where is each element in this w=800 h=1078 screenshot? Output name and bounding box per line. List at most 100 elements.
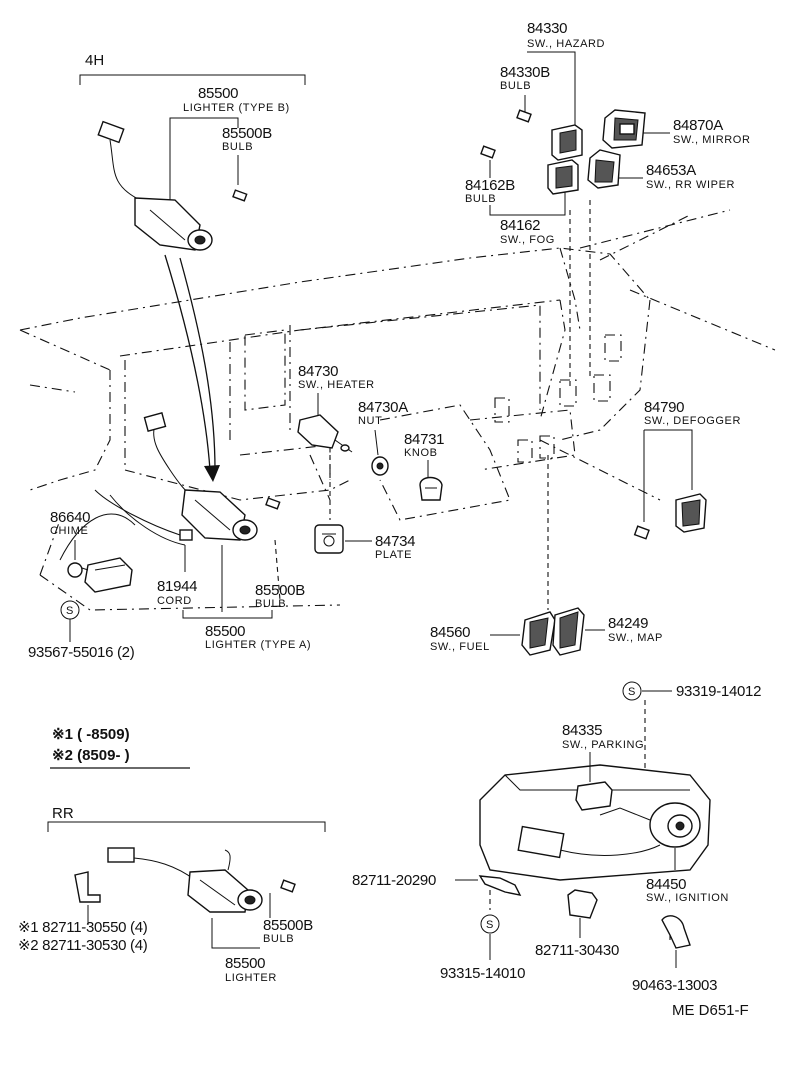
screw-93319: S 93319-14012: [622, 681, 761, 701]
part-number-93319: 93319-14012: [676, 683, 761, 700]
screw-symbol-93567: S: [66, 605, 74, 617]
part-number-84162b: 84162B: [465, 177, 515, 194]
part-number-85500-type-a: 85500: [205, 623, 245, 640]
part-number-85500-rr: 85500: [225, 955, 265, 972]
group-4h-label: 4H: [85, 52, 104, 69]
group-4h: 4H: [79, 52, 306, 85]
part-number-84870a: 84870A: [673, 117, 723, 134]
part-number-84335: 84335: [562, 722, 602, 739]
rr-wiper-switch-callout: 84653A SW., RR WIPER: [618, 162, 735, 191]
part-number-84330b: 84330B: [500, 64, 550, 81]
part-desc-cord: CORD: [157, 595, 192, 607]
heater-switch-callout: 84730 SW., HEATER: [298, 363, 375, 415]
defogger-switch-illustration: [633, 493, 707, 540]
screw-93567: S 93567-55016 (2): [28, 600, 135, 661]
part-desc-heater: SW., HEATER: [298, 379, 375, 391]
parking-switch: 84335 SW., PARKING: [562, 722, 644, 811]
mirror-switch-illustration: [602, 109, 646, 149]
screw-symbol-93319: S: [628, 686, 636, 698]
part-number-82711-30550: ※1 82711-30550 (4): [18, 919, 148, 936]
part-number-84162: 84162: [500, 217, 540, 234]
part-desc-map: SW., MAP: [608, 632, 663, 644]
part-number-84734: 84734: [375, 533, 415, 550]
clamp-82711-20290: 82711-20290: [352, 872, 522, 896]
hazard-switch-illustration: [516, 109, 583, 161]
ignition-switch: 84450 SW., IGNITION: [517, 802, 729, 904]
hazard-switch-callout: 84330 SW., HAZARD 84330B BULB: [500, 20, 605, 125]
chime-illustration: [67, 557, 133, 593]
part-number-84249: 84249: [608, 615, 648, 632]
mirror-switch-callout: 84870A SW., MIRROR: [643, 117, 751, 146]
part-number-85500b-rr: 85500B: [263, 917, 313, 934]
part-number-84790: 84790: [644, 399, 684, 416]
part-desc-chime: CHIME: [50, 525, 88, 537]
insertion-arrow: [164, 254, 220, 482]
lighter-type-a-illustration: [143, 412, 281, 541]
part-number-84560: 84560: [430, 624, 470, 641]
rr-lighter-callouts: ※1 82711-30550 (4) ※2 82711-30530 (4) 85…: [18, 893, 314, 984]
chime-callout: 86640 CHIME: [50, 509, 91, 560]
cord-illustration: [59, 489, 193, 561]
notes: ※1 ( -8509) ※2 (8509- ): [50, 726, 190, 769]
part-desc-hazard: SW., HAZARD: [527, 38, 605, 50]
lighter-type-b-callout: 85500 LIGHTER (TYPE B) 85500B BULB: [169, 85, 290, 200]
lighter-type-b-illustration: [97, 120, 248, 251]
heater-plate-callout: 84734 PLATE: [314, 524, 416, 561]
rr-lighter-illustration: [74, 847, 296, 913]
screw-symbol-93315: S: [486, 919, 494, 931]
part-number-84653a: 84653A: [646, 162, 696, 179]
clip-90463: 90463-13003: [632, 915, 717, 994]
heater-knob-callout: 84731 KNOB: [404, 431, 445, 501]
part-desc-mirror: SW., MIRROR: [673, 134, 751, 146]
part-number-84730a: 84730A: [358, 399, 408, 416]
part-desc-lighter-rr: LIGHTER: [225, 972, 277, 984]
defogger-switch-callout: 84790 SW., DEFOGGER: [643, 399, 741, 522]
fog-switch-callout: 84162B BULB 84162 SW., FOG: [465, 160, 566, 246]
part-desc-bulb-fog: BULB: [465, 193, 496, 205]
note-2: ※2 (8509- ): [52, 747, 130, 764]
drawing-code: ME D651-F: [672, 1002, 749, 1019]
part-number-82711-30430: 82711-30430: [535, 942, 619, 959]
part-number-84450: 84450: [646, 876, 686, 893]
part-number-81944: 81944: [157, 578, 197, 595]
part-desc-bulb-top: BULB: [222, 141, 253, 153]
part-number-93567: 93567-55016 (2): [28, 644, 135, 661]
part-number-84731: 84731: [404, 431, 444, 448]
heater-switch-illustration: [297, 414, 353, 453]
fuel-map-switches: 84560 SW., FUEL 84249 SW., MAP: [430, 607, 663, 656]
group-rr-label: RR: [52, 805, 74, 822]
part-desc-fog: SW., FOG: [500, 234, 555, 246]
part-desc-ignition: SW., IGNITION: [646, 892, 729, 904]
part-desc-parking: SW., PARKING: [562, 739, 644, 751]
part-number-85500: 85500: [198, 85, 238, 102]
part-number-86640: 86640: [50, 509, 90, 526]
lighter-type-a-callout: 85500B BULB 85500 LIGHTER (TYPE A): [182, 545, 311, 651]
part-desc-plate: PLATE: [375, 549, 412, 561]
part-desc-defogger: SW., DEFOGGER: [644, 415, 741, 427]
part-number-84730: 84730: [298, 363, 338, 380]
part-number-82711-20290: 82711-20290: [352, 872, 436, 889]
part-desc-bulb-hazard: BULB: [500, 80, 531, 92]
part-desc-knob: KNOB: [404, 447, 438, 459]
part-desc-bulb-mid: BULB: [255, 598, 286, 610]
part-desc-rr-wiper: SW., RR WIPER: [646, 179, 735, 191]
rr-wiper-switch-illustration: [587, 149, 621, 189]
part-number-84330: 84330: [527, 20, 567, 37]
part-desc-bulb-rr: BULB: [263, 933, 294, 945]
part-number-82711-30530: ※2 82711-30530 (4): [18, 937, 148, 954]
part-desc-lighter-type-b: LIGHTER (TYPE B): [183, 102, 290, 114]
note-1: ※1 ( -8509): [52, 726, 130, 743]
cord-callout: 81944 CORD: [157, 545, 198, 607]
screw-93315: S 93315-14010: [440, 914, 525, 982]
part-number-93315: 93315-14010: [440, 965, 525, 982]
part-number-85500b-mid: 85500B: [255, 582, 305, 599]
part-desc-lighter-type-a: LIGHTER (TYPE A): [205, 639, 311, 651]
fog-switch-illustration: [480, 145, 579, 195]
clamp-82711-30430: 82711-30430: [535, 889, 619, 959]
group-rr: RR: [47, 805, 326, 832]
part-desc-nut: NUT: [358, 415, 382, 427]
dashboard-outline: [19, 209, 776, 611]
part-number-85500b-top: 85500B: [222, 125, 272, 142]
part-number-90463: 90463-13003: [632, 977, 717, 994]
